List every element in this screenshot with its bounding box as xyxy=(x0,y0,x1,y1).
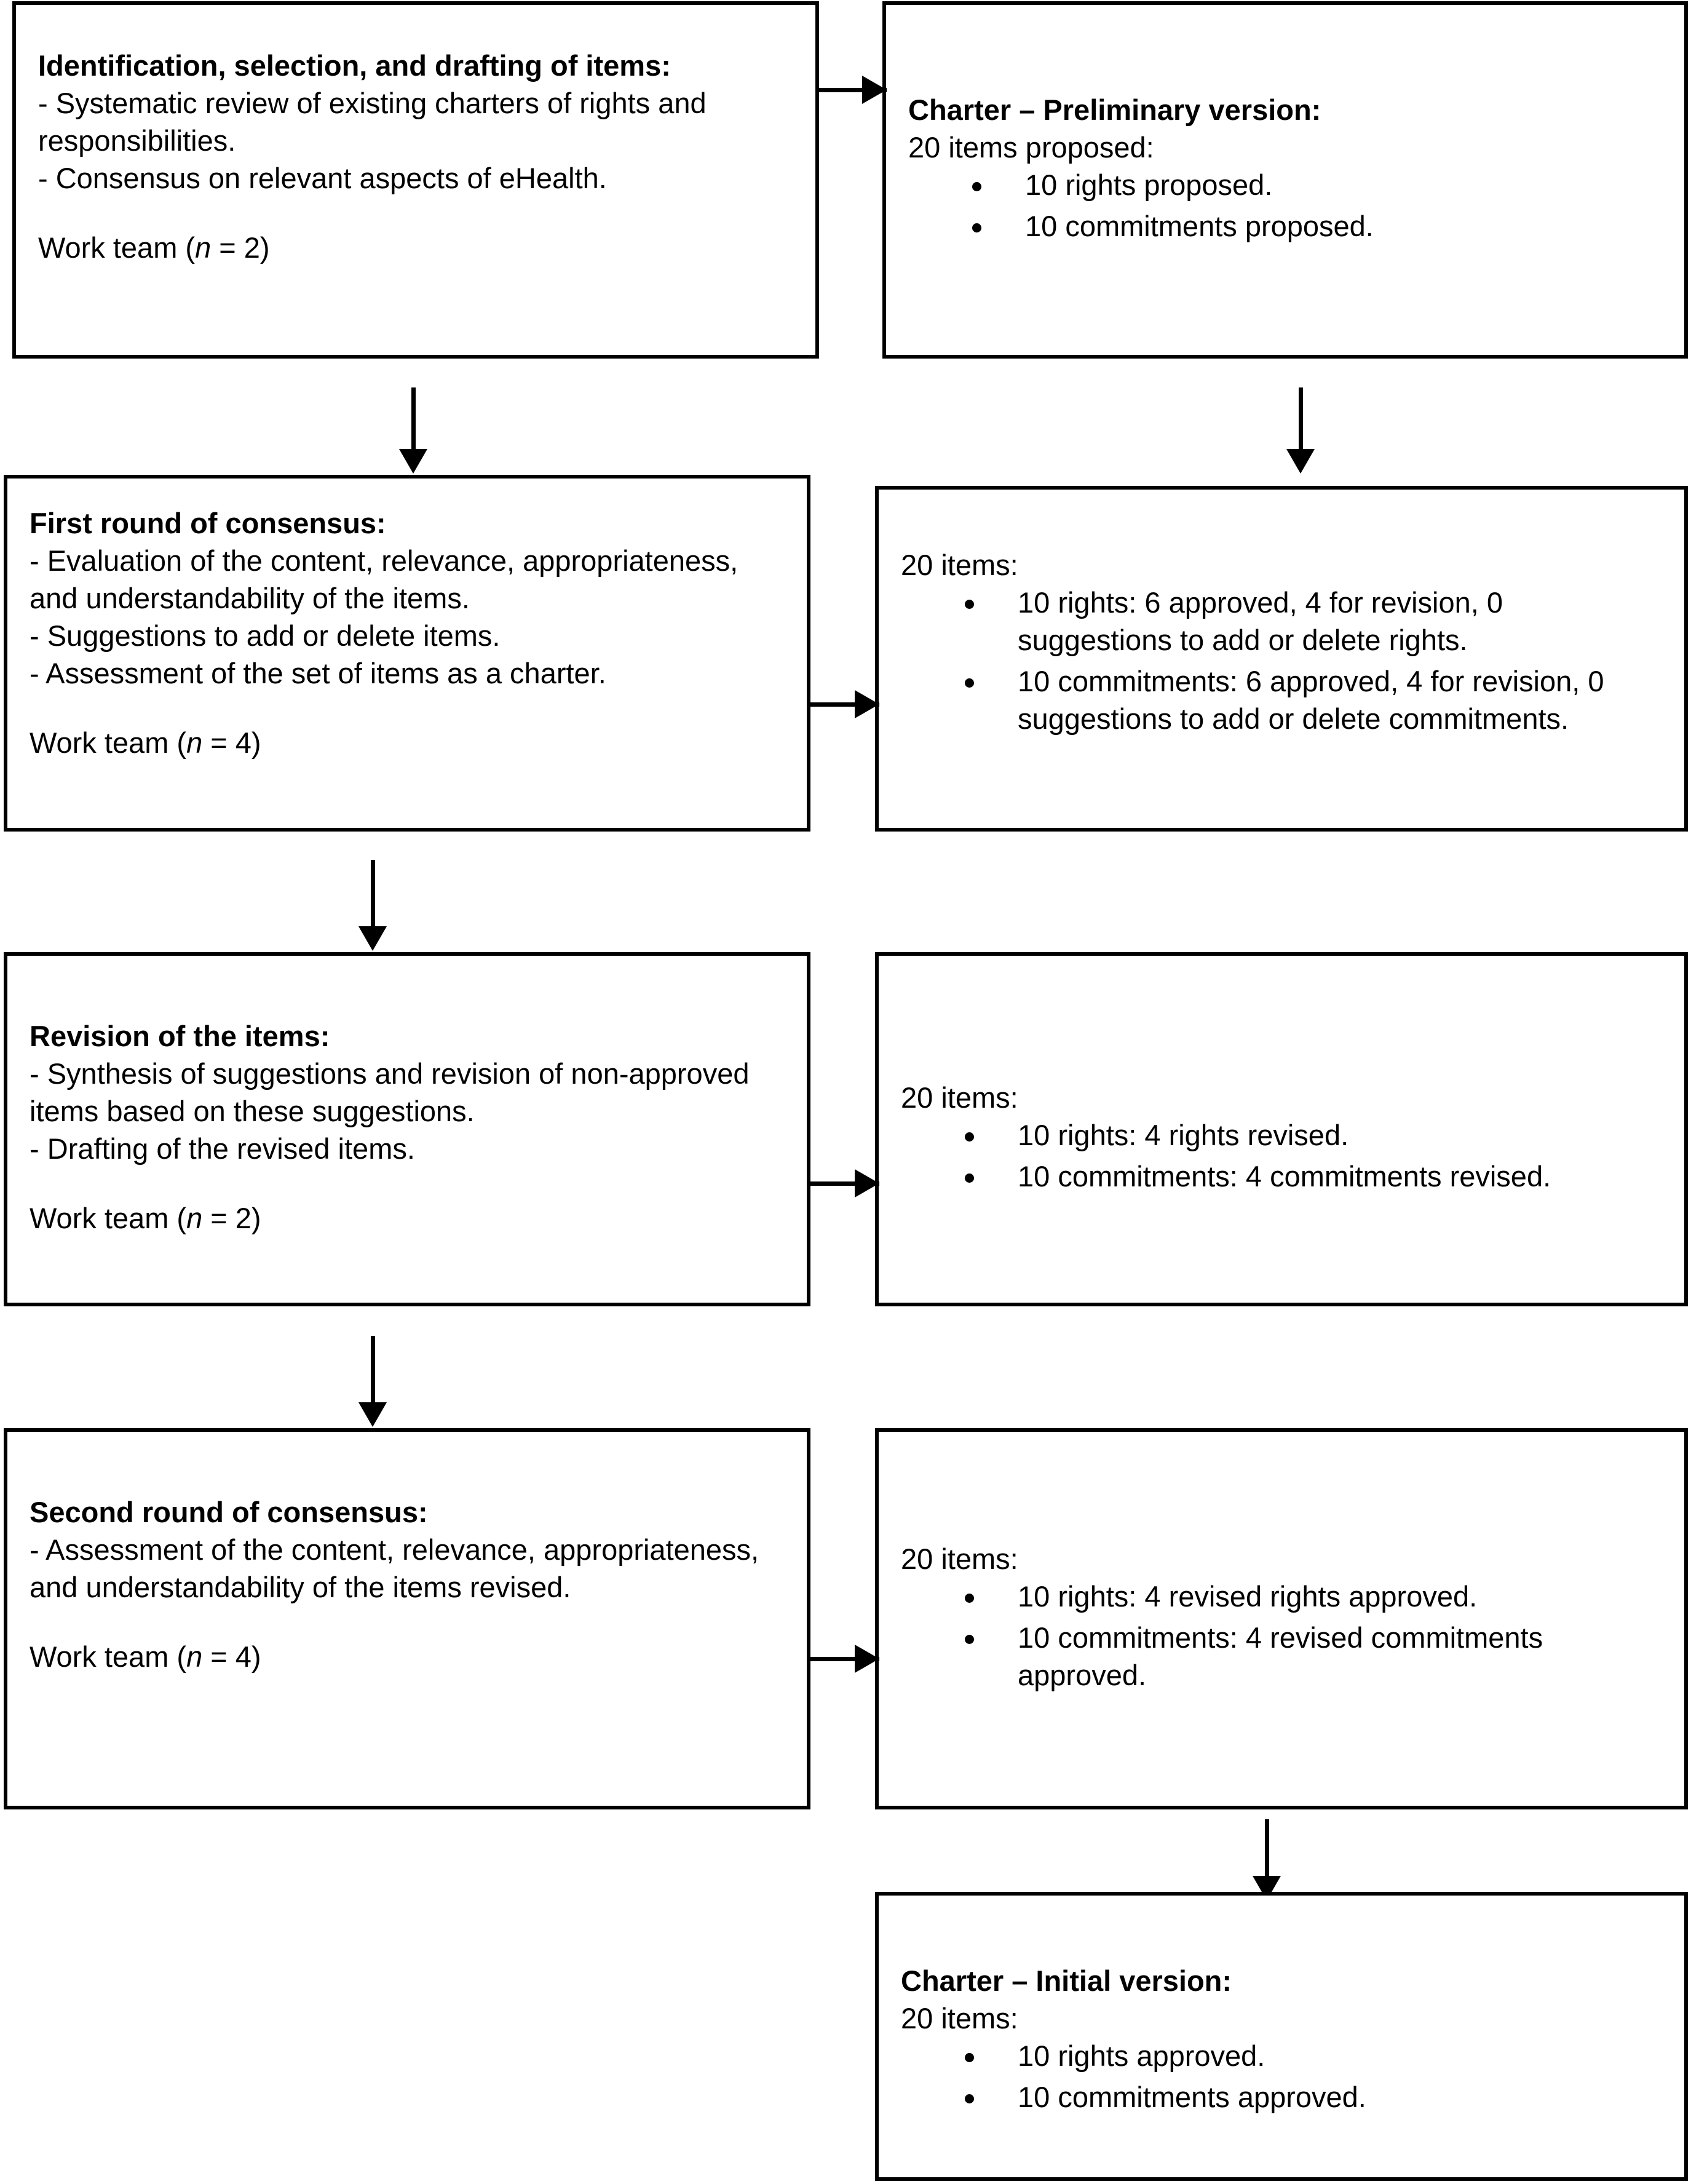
arrow-head xyxy=(855,1169,879,1197)
spacer xyxy=(38,197,793,229)
arrow-first-round-to-first-round-result xyxy=(809,677,879,732)
box-first-round-consensus-line-3: - Assessment of the set of items as a ch… xyxy=(30,657,606,690)
team-prefix: Work team ( xyxy=(38,231,196,264)
arrow-shaft xyxy=(1299,387,1303,451)
box-first-round-consensus-title: First round of consensus: xyxy=(30,507,386,539)
box-first-round-consensus-content: First round of consensus: - Evaluation o… xyxy=(7,478,807,762)
list-item: 10 commitments: 4 commitments revised. xyxy=(965,1158,1662,1195)
team-suffix: = 4) xyxy=(202,1640,261,1674)
box-first-round-result: 20 items: 10 rights: 6 approved, 4 for r… xyxy=(875,486,1688,832)
arrow-second-round-result-to-charter-initial xyxy=(1251,1819,1283,1900)
team-prefix: Work team ( xyxy=(30,1640,187,1674)
arrow-head xyxy=(862,76,887,104)
box-first-round-result-content: 20 items: 10 rights: 6 approved, 4 for r… xyxy=(879,490,1684,737)
box-first-round-consensus-line-2: - Suggestions to add or delete items. xyxy=(30,619,501,653)
box-revision-of-items-title: Revision of the items: xyxy=(30,1020,330,1052)
arrow-head xyxy=(358,1402,387,1427)
arrow-shaft xyxy=(371,860,375,929)
box-charter-initial-line-1: 20 items: xyxy=(901,2002,1018,2035)
arrow-shaft xyxy=(411,387,416,451)
arrow-revision-to-revision-result xyxy=(809,1156,879,1211)
arrow-charter-preliminary-to-first-round-result xyxy=(1285,387,1317,474)
arrow-first-round-to-revision xyxy=(357,860,389,951)
arrow-shaft xyxy=(371,1336,375,1405)
team-variable: n xyxy=(186,1640,203,1674)
list-item: 10 commitments: 4 revised commitments ap… xyxy=(965,1619,1662,1694)
box-charter-initial-content: Charter – Initial version: 20 items: 10 … xyxy=(879,1896,1684,2116)
team-variable: n xyxy=(186,726,203,760)
box-charter-preliminary: Charter – Preliminary version: 20 items … xyxy=(882,1,1688,359)
arrow-head xyxy=(399,449,427,474)
box-first-round-consensus-line-1: - Evaluation of the content, relevance, … xyxy=(30,544,739,615)
list-item: 10 rights approved. xyxy=(965,2037,1662,2075)
box-identification-team: Work team (n = 2) xyxy=(38,229,793,266)
team-prefix: Work team ( xyxy=(30,726,187,760)
box-revision-result-bullets: 10 rights: 4 rights revised. 10 commitme… xyxy=(901,1116,1662,1195)
box-revision-result-line-1: 20 items: xyxy=(901,1081,1018,1114)
team-suffix: = 2) xyxy=(211,231,270,264)
arrow-identification-to-charter-preliminary xyxy=(818,1,887,179)
arrow-shaft xyxy=(818,88,887,92)
arrow-shaft xyxy=(809,1657,879,1661)
arrow-second-round-to-second-round-result xyxy=(809,1631,879,1686)
box-charter-initial-bullets: 10 rights approved. 10 commitments appro… xyxy=(901,2037,1662,2116)
arrow-shaft xyxy=(1265,1819,1269,1878)
box-charter-preliminary-content: Charter – Preliminary version: 20 items … xyxy=(886,5,1684,245)
list-item: 10 rights: 6 approved, 4 for revision, 0… xyxy=(965,584,1662,659)
box-revision-of-items-line-1: - Synthesis of suggestions and revision … xyxy=(30,1057,750,1128)
list-item: 10 commitments proposed. xyxy=(972,207,1662,245)
box-second-round-consensus-team: Work team (n = 4) xyxy=(30,1638,785,1675)
box-second-round-consensus-title: Second round of consensus: xyxy=(30,1496,428,1528)
box-identification-line-2: - Consensus on relevant aspects of eHeal… xyxy=(38,162,607,195)
box-revision-of-items: Revision of the items: - Synthesis of su… xyxy=(4,952,810,1306)
box-second-round-result-bullets: 10 rights: 4 revised rights approved. 10… xyxy=(901,1578,1662,1694)
box-second-round-result-line-1: 20 items: xyxy=(901,1543,1018,1575)
team-suffix: = 4) xyxy=(202,726,261,760)
box-revision-result: 20 items: 10 rights: 4 rights revised. 1… xyxy=(875,952,1688,1306)
box-charter-initial-title: Charter – Initial version: xyxy=(901,1964,1232,1997)
box-second-round-result: 20 items: 10 rights: 4 revised rights ap… xyxy=(875,1428,1688,1809)
box-identification: Identification, selection, and drafting … xyxy=(12,1,819,359)
box-charter-preliminary-bullets: 10 rights proposed. 10 commitments propo… xyxy=(908,166,1662,245)
box-first-round-result-line-1: 20 items: xyxy=(901,549,1018,581)
box-second-round-consensus-content: Second round of consensus: - Assessment … xyxy=(7,1432,807,1675)
box-charter-initial: Charter – Initial version: 20 items: 10 … xyxy=(875,1892,1688,2181)
team-prefix: Work team ( xyxy=(30,1202,187,1235)
arrow-head xyxy=(855,1645,879,1673)
box-revision-of-items-content: Revision of the items: - Synthesis of su… xyxy=(7,956,807,1237)
box-identification-title: Identification, selection, and drafting … xyxy=(38,49,671,82)
box-first-round-consensus: First round of consensus: - Evaluation o… xyxy=(4,475,810,832)
box-revision-of-items-line-2: - Drafting of the revised items. xyxy=(30,1132,415,1165)
box-first-round-consensus-team: Work team (n = 4) xyxy=(30,724,785,761)
box-revision-of-items-team: Work team (n = 2) xyxy=(30,1199,785,1237)
list-item: 10 rights: 4 rights revised. xyxy=(965,1116,1662,1154)
box-identification-line-1: - Systematic review of existing charters… xyxy=(38,87,707,157)
box-charter-preliminary-title: Charter – Preliminary version: xyxy=(908,93,1321,126)
list-item: 10 commitments approved. xyxy=(965,2078,1662,2116)
spacer xyxy=(30,692,785,724)
list-item: 10 rights proposed. xyxy=(972,166,1662,204)
arrow-head xyxy=(1286,449,1315,474)
box-charter-preliminary-line-1: 20 items proposed: xyxy=(908,131,1154,164)
box-revision-result-content: 20 items: 10 rights: 4 rights revised. 1… xyxy=(879,956,1684,1195)
arrow-shaft xyxy=(809,702,879,707)
arrow-revision-to-second-round xyxy=(357,1336,389,1427)
arrow-identification-to-first-round xyxy=(397,387,429,474)
team-variable: n xyxy=(186,1202,203,1235)
box-second-round-consensus: Second round of consensus: - Assessment … xyxy=(4,1428,810,1809)
team-suffix: = 2) xyxy=(202,1202,261,1235)
spacer xyxy=(30,1167,785,1199)
arrow-head xyxy=(358,926,387,951)
arrow-shaft xyxy=(809,1181,879,1186)
box-second-round-result-content: 20 items: 10 rights: 4 revised rights ap… xyxy=(879,1432,1684,1694)
team-variable: n xyxy=(195,231,212,264)
box-second-round-consensus-line-1: - Assessment of the content, relevance, … xyxy=(30,1533,759,1604)
arrow-head xyxy=(855,690,879,718)
list-item: 10 commitments: 6 approved, 4 for revisi… xyxy=(965,662,1662,737)
box-identification-content: Identification, selection, and drafting … xyxy=(16,5,815,266)
spacer xyxy=(30,1606,785,1638)
box-first-round-result-bullets: 10 rights: 6 approved, 4 for revision, 0… xyxy=(901,584,1662,737)
list-item: 10 rights: 4 revised rights approved. xyxy=(965,1578,1662,1615)
